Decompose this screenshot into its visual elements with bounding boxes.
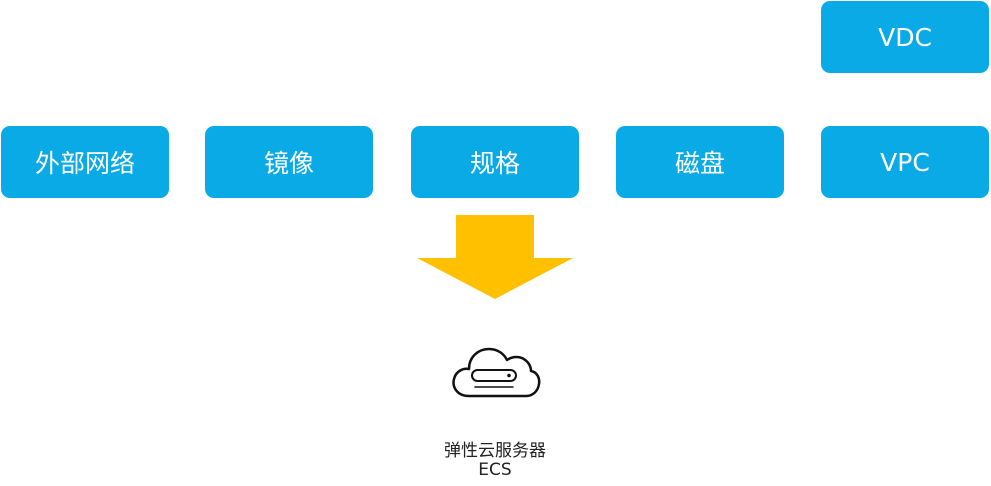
image-box: 镜像 [205,126,373,198]
vpc-label: VPC [880,147,930,177]
cloud-server-icon [452,347,541,398]
disk-label: 磁盘 [674,149,725,178]
ecs-abbr-label: ECS [478,460,512,480]
vdc-label: VDC [878,22,932,52]
external-network-box: 外部网络 [1,126,169,198]
ecs-name-label: 弹性云服务器 [444,441,546,461]
external-network-label: 外部网络 [34,149,135,178]
vdc-box: VDC [821,1,989,73]
flavor-box: 规格 [411,126,579,198]
vpc-box: VPC [821,126,989,198]
down-arrow-icon [417,215,573,299]
flavor-label: 规格 [469,149,520,178]
image-label: 镜像 [263,149,314,178]
disk-box: 磁盘 [616,126,784,198]
